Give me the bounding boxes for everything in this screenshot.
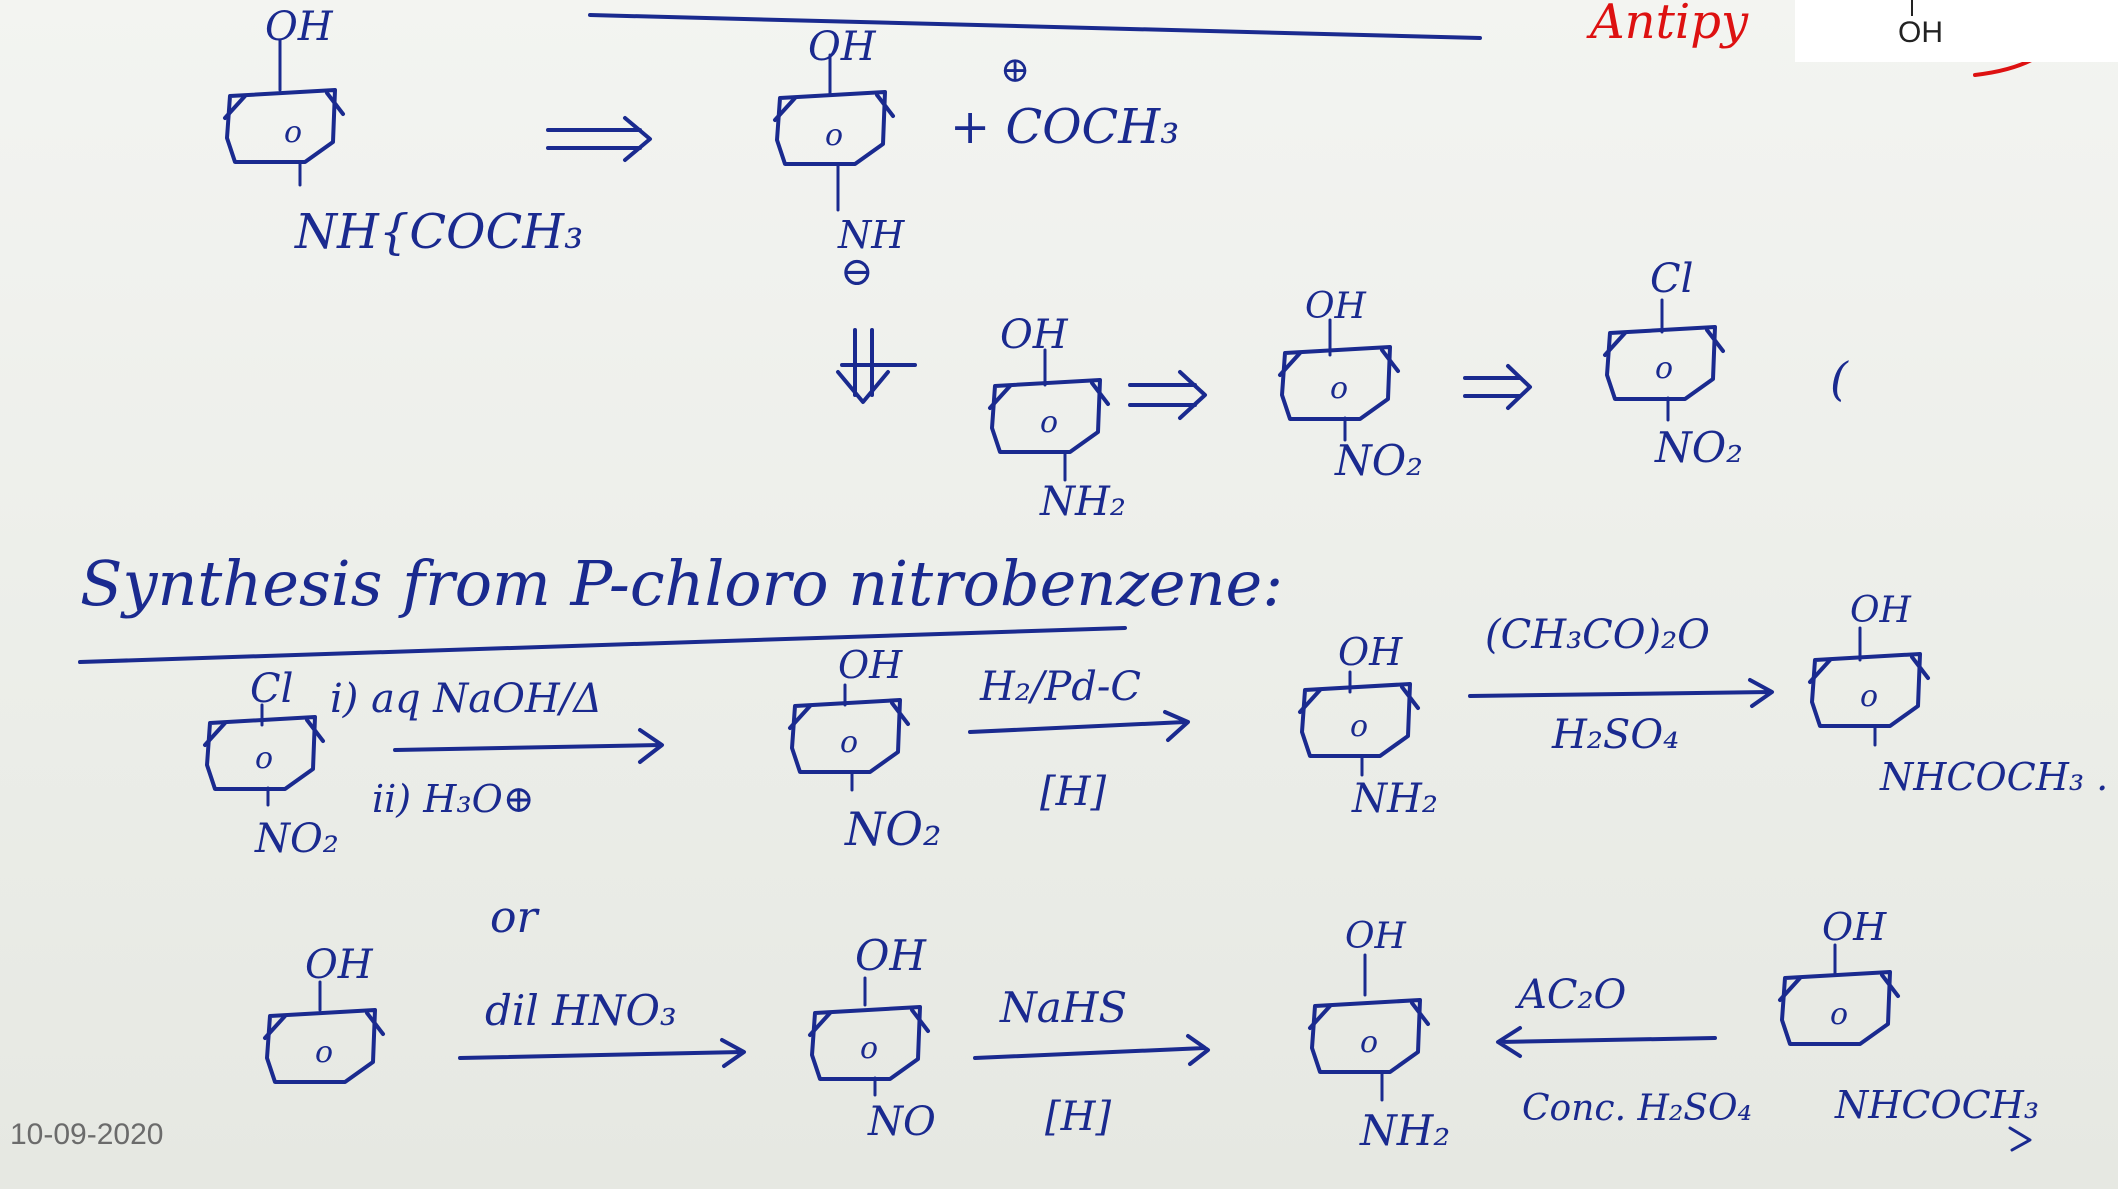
handwritten-label: NH₂ xyxy=(1039,479,1126,525)
scheme2-s2: OH o NO₂ xyxy=(788,643,941,856)
s1-start-top: OH xyxy=(265,4,334,50)
scheme2-s3: OH o NH₂ xyxy=(1298,630,1438,822)
handwritten-label: o xyxy=(840,725,858,760)
handwritten-label: o xyxy=(825,118,843,153)
corner-oh-label: OH xyxy=(1898,16,1943,49)
handwritten-label: OH xyxy=(1338,630,1403,674)
scheme3-s2: OH o NO xyxy=(808,931,936,1145)
scheme1-r2-b: OH o NO₂ xyxy=(1278,286,1423,485)
s3-a1-above: dil HNO₃ xyxy=(485,986,677,1035)
handwritten-label: o xyxy=(1330,371,1348,406)
handwritten-label: NO₂ xyxy=(1334,436,1423,485)
handwritten-label: NHCOCH₃ xyxy=(1834,1083,2039,1127)
scheme3-s1: OH o xyxy=(263,942,385,1084)
corner-overlay xyxy=(1795,0,2118,62)
section-heading: Synthesis from P-chloro nitrobenzene: xyxy=(80,547,1283,620)
handwritten-label: NH₂ xyxy=(1359,1106,1450,1155)
handwritten-label: o xyxy=(315,1035,333,1070)
handwritten-label: NO₂ xyxy=(1654,423,1743,472)
s3-a2-below: [H] xyxy=(1045,1094,1111,1140)
s3-arrow-1 xyxy=(458,1038,746,1068)
heading-underline xyxy=(78,626,1127,664)
handwritten-label: OH xyxy=(1822,905,1887,949)
handwritten-label: o xyxy=(1830,997,1848,1032)
slide-date: 10-09-2020 xyxy=(10,1118,164,1151)
handwritten-label: NO₂ xyxy=(254,816,339,862)
s2-a2-above: H₂/Pd-C xyxy=(979,664,1141,710)
retro-arrow-down xyxy=(836,328,917,404)
handwritten-label: o xyxy=(1655,351,1673,386)
s3-a2-above: NaHS xyxy=(999,983,1127,1032)
s2-a2-below: [H] xyxy=(1040,769,1106,815)
handwritten-label: NO₂ xyxy=(844,802,941,856)
stray-mark: ( xyxy=(1830,352,1849,406)
s1-mid-minus: ⊖ xyxy=(840,249,874,295)
red-note: Antipy xyxy=(1586,0,1749,50)
scheme2-s1: Cl o NO₂ xyxy=(203,666,339,862)
handwritten-label: o xyxy=(1860,679,1878,714)
scheme1-start-molecule: o OH NH{COCH₃ xyxy=(223,4,583,260)
handwritten-label: OH xyxy=(1305,286,1367,327)
s3-a3-below: Conc. H₂SO₄ xyxy=(1522,1088,1752,1129)
handwritten-label: NO xyxy=(867,1099,936,1145)
handwritten-label: OH xyxy=(838,643,903,687)
handwritten-label: OH xyxy=(855,931,927,980)
s2-a3-below: H₂SO₄ xyxy=(1551,712,1679,758)
s2-arrow-2 xyxy=(968,710,1190,742)
scheme3-s4: OH o NHCOCH₃ xyxy=(1778,905,2039,1152)
s2-arrow-3 xyxy=(1468,678,1774,708)
handwritten-label: OH xyxy=(1000,312,1069,358)
handwritten-label: OH xyxy=(1850,590,1912,631)
or-label: or xyxy=(490,892,540,943)
handwritten-label: OH xyxy=(305,942,374,988)
scheme1-mid-molecule: o OH + COCH₃ ⊕ NH ⊖ xyxy=(773,24,1179,295)
s2-a1-above: i) aq NaOH/Δ xyxy=(330,676,602,722)
s1-mid-top: OH xyxy=(808,24,877,70)
s2-arrow-1 xyxy=(393,728,664,764)
scheme1-r2-c: Cl o NO₂ xyxy=(1603,256,1743,472)
scheme2-s4: OH o NHCOCH₃ . xyxy=(1808,590,2108,799)
s1-mid-charge: ⊕ xyxy=(1000,50,1030,91)
s3-a3-above: AC₂O xyxy=(1514,972,1626,1018)
handwritten-label: o xyxy=(255,741,273,776)
handwritten-label: Cl xyxy=(1650,256,1693,302)
retro-arrow-1 xyxy=(546,116,652,162)
scheme3-s3: OH o NH₂ xyxy=(1308,916,1450,1155)
s1-mid-plus: + COCH₃ xyxy=(950,99,1179,155)
top-underline xyxy=(588,13,1482,40)
ring-letter: o xyxy=(284,115,302,150)
retro-arrow-3 xyxy=(1463,364,1532,410)
s3-arrow-3 xyxy=(1496,1026,1717,1058)
scheme1-r2-a: OH o NH₂ xyxy=(988,312,1126,525)
handwritten-label: o xyxy=(1040,405,1058,440)
handwritten-label: o xyxy=(1350,709,1368,744)
s1-start-bottom: NH{COCH₃ xyxy=(294,204,583,260)
s3-arrow-2 xyxy=(973,1034,1210,1066)
handwritten-label: o xyxy=(860,1031,878,1066)
s2-a3-above: (CH₃CO)₂O xyxy=(1485,612,1710,658)
retro-arrow-2 xyxy=(1128,370,1207,420)
handwritten-label: OH xyxy=(1345,916,1407,957)
bond-line xyxy=(1911,0,1913,16)
handwritten-label: NH₂ xyxy=(1351,776,1438,822)
s2-a1-below: ii) H₃O⊕ xyxy=(372,777,535,821)
handwritten-label: NHCOCH₃ . xyxy=(1879,755,2108,799)
handwritten-label: Cl xyxy=(250,666,293,712)
handwritten-label: o xyxy=(1360,1025,1378,1060)
s1-mid-bottom: NH xyxy=(837,213,905,257)
